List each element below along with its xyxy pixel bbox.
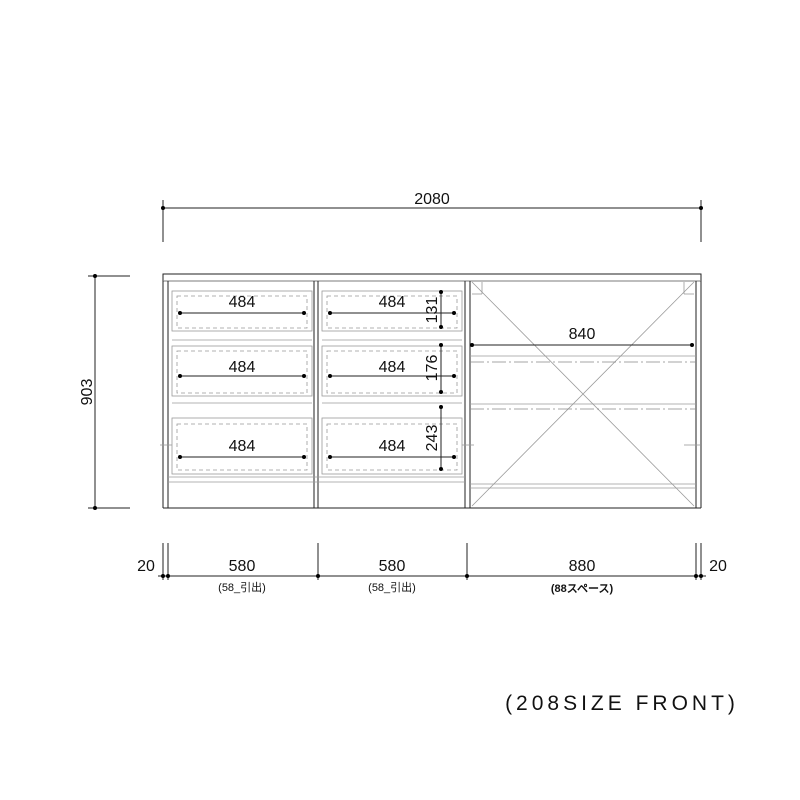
drawer-height-top-label: 131 — [424, 297, 441, 324]
drawing-caption: (208SIZE FRONT) — [505, 692, 739, 715]
drawer-height-bottom-label: 243 — [424, 425, 441, 452]
cabinet-body — [162, 273, 702, 509]
open-shelf-section: 840 — [470, 281, 700, 507]
drawer-column-left — [160, 290, 313, 475]
column-3-width-label: 880 — [569, 558, 596, 575]
column-3-note: (88スペース) — [551, 583, 614, 595]
drawer-width-dimensions: 484 484 484 484 484 484 — [178, 294, 456, 459]
left-side-thickness-label: 20 — [137, 558, 155, 575]
column-1-note: (58_引出) — [218, 580, 266, 594]
drawer-width-label: 484 — [379, 438, 406, 455]
column-1-width-label: 580 — [229, 558, 256, 575]
drawer-width-label: 484 — [229, 294, 256, 311]
overall-width-label: 2080 — [414, 191, 450, 208]
drawer-height-middle-label: 176 — [424, 355, 441, 382]
drawer-height-dimensions: 131 176 243 — [424, 290, 443, 471]
drawer-width-label: 484 — [379, 359, 406, 376]
drawer-width-label: 484 — [229, 359, 256, 376]
shelf-width-label: 840 — [569, 326, 596, 343]
bottom-dimension-chain: 20 580 (58_引出) 580 (58_引出) 880 (88スペース) … — [137, 543, 727, 595]
overall-height-dimension: 903 — [79, 274, 130, 510]
overall-height-label: 903 — [79, 379, 96, 406]
drawer-width-label: 484 — [379, 294, 406, 311]
column-2-note: (58_引出) — [368, 580, 416, 594]
drawer-width-label: 484 — [229, 438, 256, 455]
drawer-column-middle — [321, 290, 474, 475]
right-side-thickness-label: 20 — [709, 558, 727, 575]
overall-width-dimension: 2080 — [161, 191, 703, 242]
column-2-width-label: 580 — [379, 558, 406, 575]
